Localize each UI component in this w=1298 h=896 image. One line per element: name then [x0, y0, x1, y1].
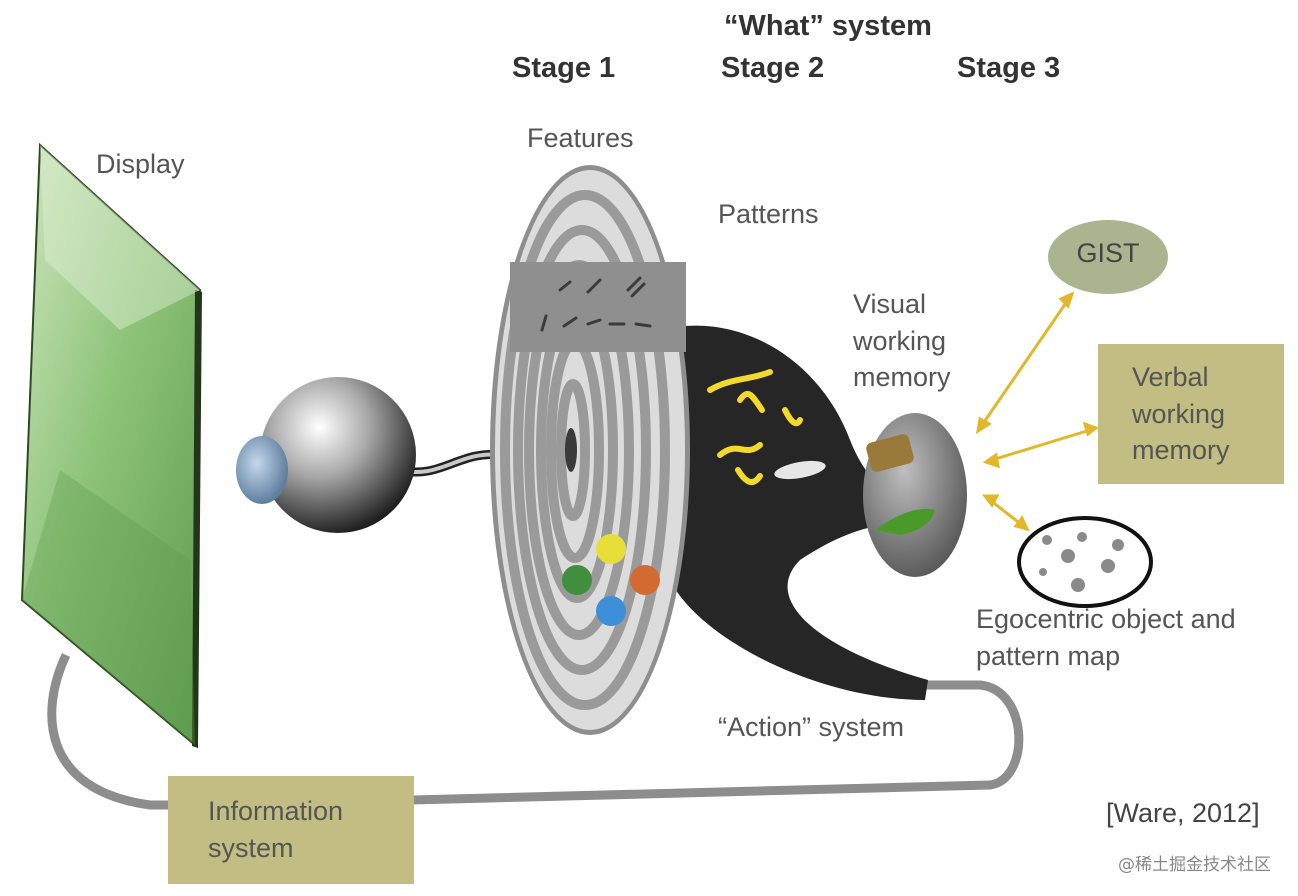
feature-dot-yellow	[596, 534, 626, 564]
information-system-line-1: Information	[208, 796, 344, 827]
stage-3-label: Stage 3	[957, 52, 1061, 84]
egocentric-map	[1017, 516, 1153, 608]
pattern-horn	[660, 325, 960, 700]
stage-2-label: Stage 2	[721, 52, 825, 84]
visual-working-memory-label: Visual working memory	[853, 286, 951, 396]
verbal-working-memory-box: Verbal working memory	[1098, 344, 1284, 484]
features-label: Features	[527, 123, 634, 153]
feature-dot-orange	[630, 565, 660, 595]
visual-working-memory-line-3: memory	[853, 362, 951, 393]
verbal-working-memory-line-1: Verbal	[1132, 361, 1209, 392]
verbal-working-memory-line-2: working	[1132, 398, 1226, 429]
info-loop-line	[47, 653, 170, 810]
gist-label: GIST	[1076, 238, 1140, 268]
visual-working-memory-line-2: working	[853, 325, 947, 356]
info-return-line	[411, 680, 1024, 805]
visual-working-memory	[863, 413, 967, 577]
gold-arrows	[975, 291, 1100, 532]
action-system-label: “Action” system	[718, 712, 905, 742]
visual-working-memory-line-1: Visual	[853, 289, 927, 319]
feature-dot-green	[562, 565, 592, 595]
information-system-box: Information system	[168, 776, 414, 884]
information-system-line-2: system	[208, 833, 294, 863]
egocentric-line-2: pattern map	[976, 640, 1121, 671]
eye	[236, 377, 571, 533]
feature-dot-blue	[596, 596, 626, 626]
watermark: @稀土掘金技术社区	[1118, 855, 1271, 875]
egocentric-map-label: Egocentric object and pattern map	[976, 601, 1236, 674]
display-panel	[20, 142, 202, 748]
stage-1-label: Stage 1	[512, 52, 616, 84]
features-disc	[490, 165, 690, 735]
verbal-working-memory-line-3: memory	[1132, 435, 1230, 466]
display-label: Display	[96, 149, 185, 179]
patterns-label: Patterns	[718, 199, 819, 229]
gist-ellipse	[1048, 220, 1168, 294]
citation: [Ware, 2012]	[1106, 798, 1260, 828]
egocentric-line-1: Egocentric object and	[976, 604, 1236, 634]
what-system-title: “What” system	[724, 10, 932, 42]
